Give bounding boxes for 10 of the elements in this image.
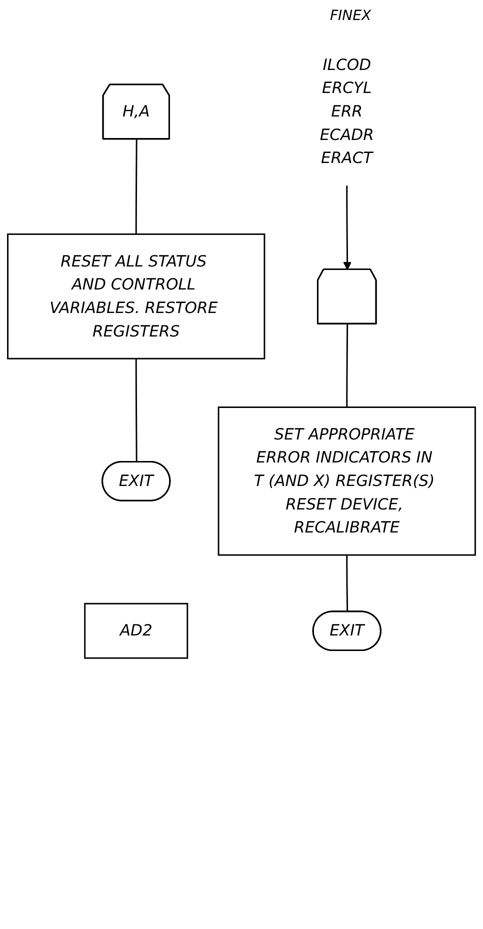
node-box: RESET ALL STATUS AND CONTROLL VARIABLES. RESTORE REGISTERS xyxy=(7,233,266,360)
connector xyxy=(135,358,138,462)
connector xyxy=(346,555,348,612)
node-text: ILCOD ERCYL ERR ECADR ERACT xyxy=(320,55,374,168)
node-box: SET APPROPRIATE ERROR INDICATORS IN T (AND X) REGISTER(S) RESET DEVICE, RECALIBRATE xyxy=(218,406,476,556)
connector xyxy=(135,139,138,234)
arrow xyxy=(343,186,352,270)
connector xyxy=(346,324,348,408)
connector-name: FINEX xyxy=(330,8,372,24)
node-box: AD2 xyxy=(84,602,188,659)
